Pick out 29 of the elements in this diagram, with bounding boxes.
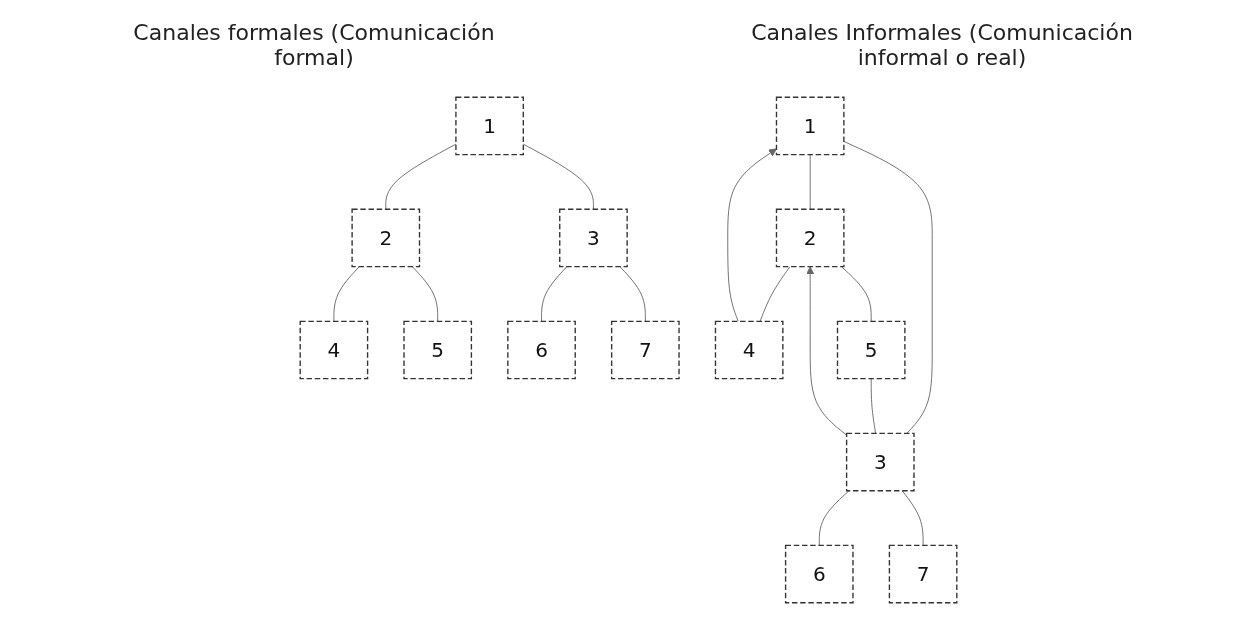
connector	[540, 266, 567, 322]
connector	[411, 266, 438, 322]
connector	[809, 154, 811, 210]
node-box: 7	[610, 320, 680, 380]
connector	[619, 266, 646, 322]
connector	[842, 141, 933, 434]
node-box: 7	[888, 544, 957, 604]
connector	[759, 266, 790, 322]
node-box: 4	[299, 320, 368, 380]
connector	[870, 378, 876, 434]
connector	[332, 266, 360, 322]
node-box: 3	[845, 432, 915, 492]
node-box: 4	[714, 320, 784, 380]
node-box: 1	[775, 96, 845, 156]
connector	[818, 490, 849, 546]
node-box: 6	[784, 544, 854, 604]
node-box: 2	[350, 208, 420, 268]
node-box: 1	[454, 96, 524, 156]
heading: Canales formales (Comunicación formal)	[132, 20, 496, 70]
node-box: 2	[775, 208, 845, 268]
heading: Canales Informales (Comunicación informal o real)	[750, 20, 1134, 70]
node-box: 5	[836, 320, 906, 380]
node-box: 3	[558, 208, 628, 268]
node-box: 5	[402, 320, 472, 380]
connector	[384, 143, 456, 210]
connector	[522, 143, 594, 210]
connector	[901, 490, 924, 546]
connector	[840, 266, 872, 322]
node-box: 6	[506, 320, 576, 380]
